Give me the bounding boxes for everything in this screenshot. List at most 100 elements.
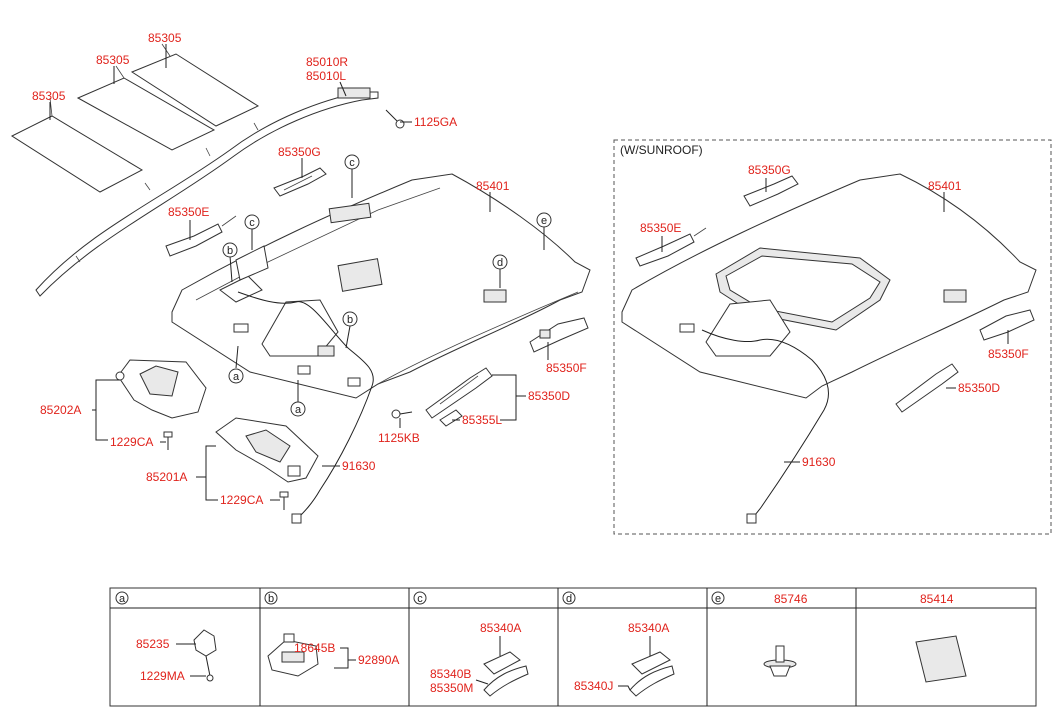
callout-b-2[interactable]: b (342, 311, 358, 327)
bolt-1125kb[interactable] (391, 409, 413, 419)
label-85350f[interactable]: 85350F (546, 361, 587, 375)
label-85010l[interactable]: 85010L (306, 69, 346, 83)
headlining-sunroof[interactable] (621, 173, 1037, 399)
label-85401-sunroof[interactable]: 85401 (928, 179, 962, 193)
svg-text:b: b (227, 245, 233, 257)
label-85350d-sunroof[interactable]: 85350D (958, 381, 1000, 395)
svg-text:e: e (541, 215, 547, 227)
table-header-e: e (711, 591, 725, 605)
table-header-85746[interactable]: 85746 (774, 592, 808, 606)
label-85202a[interactable]: 85202A (40, 403, 81, 417)
label-85305-b[interactable]: 85305 (96, 53, 130, 67)
label-1229ca-a[interactable]: 1229CA (110, 435, 153, 449)
label-85010r[interactable]: 85010R (306, 55, 348, 69)
bolt-1125ga[interactable] (385, 109, 405, 129)
label-92890a[interactable]: 92890A (358, 653, 399, 667)
callout-d[interactable]: d (492, 254, 508, 270)
svg-text:c: c (249, 217, 255, 229)
label-85350g-sunroof[interactable]: 85350G (748, 163, 791, 177)
label-85305-a[interactable]: 85305 (32, 89, 66, 103)
table-header-a: a (115, 591, 129, 605)
label-85350f-sunroof[interactable]: 85350F (988, 347, 1029, 361)
callout-b-1[interactable]: b (222, 242, 238, 258)
label-91630[interactable]: 91630 (342, 459, 376, 473)
label-85201a[interactable]: 85201A (146, 470, 187, 484)
screw-1229ca-lower[interactable] (279, 491, 289, 510)
part-85340a-c-icon[interactable] (483, 651, 529, 697)
callout-c-1[interactable]: c (344, 154, 360, 170)
sunroof-variant-frame (613, 139, 1052, 535)
headlining-main[interactable] (171, 173, 591, 399)
label-1125kb[interactable]: 1125KB (378, 431, 420, 445)
bracket-85350g-sunroof[interactable] (743, 175, 799, 207)
clip-85746-icon[interactable] (763, 645, 797, 677)
table-header-b: b (264, 591, 278, 605)
label-85340a-c[interactable]: 85340A (480, 621, 521, 635)
label-85235[interactable]: 85235 (136, 637, 170, 651)
label-85350e-sunroof[interactable]: 85350E (640, 221, 681, 235)
table-header-d: d (562, 591, 576, 605)
label-85350e[interactable]: 85350E (168, 205, 209, 219)
bracket-85355l[interactable] (439, 409, 463, 427)
label-85340a-d[interactable]: 85340A (628, 621, 669, 635)
bracket-85350d-sunroof[interactable] (895, 363, 959, 413)
leader-lines (49, 44, 1009, 501)
callout-a-1[interactable]: a (228, 368, 244, 384)
harness-connector-sunroof (746, 513, 757, 524)
label-1229ma[interactable]: 1229MA (140, 669, 185, 683)
svg-text:a: a (233, 371, 240, 383)
roof-pad-3[interactable] (130, 53, 260, 127)
svg-text:a: a (295, 404, 302, 416)
svg-text:a: a (119, 593, 126, 605)
callout-a-2[interactable]: a (290, 401, 306, 417)
label-1125ga[interactable]: 1125GA (414, 115, 457, 129)
harness-connector (291, 513, 302, 524)
svg-text:c: c (349, 157, 355, 169)
label-85340b[interactable]: 85340B (430, 667, 471, 681)
sun-visor-85202a[interactable] (115, 359, 207, 419)
bracket-85350e-sunroof[interactable] (635, 227, 707, 267)
part-85235-icon[interactable] (193, 629, 217, 682)
roof-pad-1[interactable] (10, 115, 144, 193)
wiring-harness-91630-sunroof[interactable] (701, 329, 829, 519)
label-85355l[interactable]: 85355L (462, 413, 502, 427)
label-85350g[interactable]: 85350G (278, 145, 321, 159)
bracket-85350f-sunroof[interactable] (979, 309, 1035, 341)
table-header-c: c (413, 591, 427, 605)
label-85340j[interactable]: 85340J (574, 679, 613, 693)
wiring-harness-91630[interactable] (237, 291, 374, 519)
bracket-85350e[interactable] (165, 215, 237, 257)
sun-visor-85201a[interactable] (215, 417, 319, 483)
label-85305-c[interactable]: 85305 (148, 31, 182, 45)
detail-table: a b c d e 85746 85414 85235 1229MA 18645… (109, 587, 1037, 707)
label-18645b[interactable]: 18645B (294, 641, 335, 655)
svg-text:b: b (347, 314, 353, 326)
label-85350m[interactable]: 85350M (430, 681, 473, 695)
callout-e[interactable]: e (536, 212, 552, 228)
label-91630-sunroof[interactable]: 91630 (802, 455, 836, 469)
screw-1229ca-upper[interactable] (163, 431, 173, 450)
curtain-airbag[interactable] (35, 87, 379, 297)
svg-text:d: d (566, 593, 572, 605)
bracket-85350g[interactable] (273, 167, 327, 197)
svg-text:b: b (268, 593, 274, 605)
label-85401[interactable]: 85401 (476, 179, 510, 193)
sunroof-caption: (W/SUNROOF) (620, 143, 703, 157)
roof-pad-parts (10, 43, 260, 193)
part-labels: 85305 85305 85305 85010R 85010L 1125GA 8… (32, 31, 1029, 507)
label-85350d[interactable]: 85350D (528, 389, 570, 403)
svg-text:d: d (497, 257, 503, 269)
part-85340a-d-icon[interactable] (629, 651, 675, 697)
label-1229ca-b[interactable]: 1229CA (220, 493, 263, 507)
table-header-85414[interactable]: 85414 (920, 592, 954, 606)
callout-c-2[interactable]: c (244, 214, 260, 230)
svg-text:c: c (417, 593, 423, 605)
pad-85414-icon[interactable] (915, 635, 967, 683)
bracket-85350d[interactable] (425, 367, 493, 419)
svg-text:e: e (715, 593, 721, 605)
part-92890a-icon[interactable] (267, 633, 319, 677)
bracket-85350f[interactable] (529, 317, 589, 353)
roof-pad-2[interactable] (76, 77, 216, 151)
